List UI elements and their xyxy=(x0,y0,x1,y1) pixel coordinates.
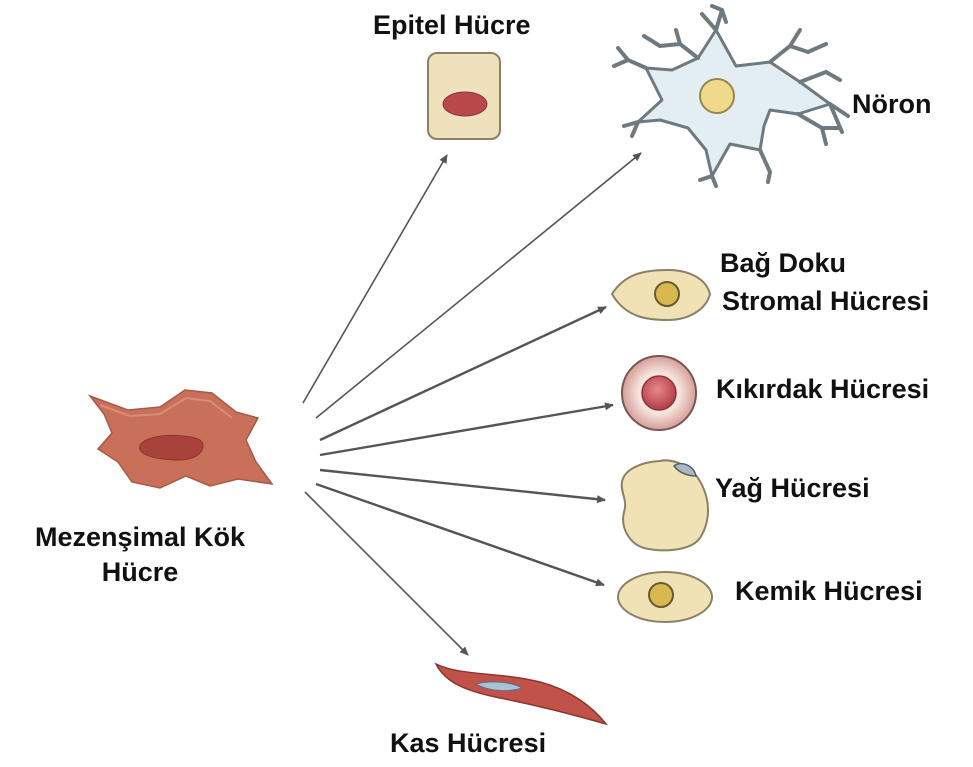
arrow-to-stromal xyxy=(320,307,606,440)
muscle-cell-icon xyxy=(436,664,606,724)
bone-cell-icon xyxy=(618,572,712,622)
label-fat: Yağ Hücresi xyxy=(715,472,870,504)
label-muscle: Kas Hücresi xyxy=(390,727,546,759)
label-bone: Kemik Hücresi xyxy=(735,575,923,607)
arrows xyxy=(303,153,641,655)
stromal-cell-icon xyxy=(612,270,710,320)
epithelial-cell-icon xyxy=(428,53,500,139)
fat-cell-icon xyxy=(622,460,708,550)
neuron-icon xyxy=(614,6,848,186)
label-stromal-line2: Stromal Hücresi xyxy=(722,285,929,317)
label-source-line1: Mezenşimal Kök xyxy=(0,521,280,553)
arrow-to-neuron xyxy=(316,153,641,418)
label-stromal-line1: Bağ Doku xyxy=(720,247,846,279)
arrow-to-bone xyxy=(316,484,604,585)
arrow-to-cartilage xyxy=(320,405,613,455)
label-cartilage: Kıkırdak Hücresi xyxy=(716,373,929,405)
arrow-to-epithelial xyxy=(303,155,447,403)
arrow-to-fat xyxy=(320,470,605,500)
cartilage-cell-icon xyxy=(622,356,696,430)
label-epithelial: Epitel Hücre xyxy=(373,9,531,41)
mesenchymal-stem-cell-icon xyxy=(90,390,272,488)
label-source-line2: Hücre xyxy=(0,556,280,588)
label-neuron: Nöron xyxy=(852,88,931,120)
arrow-to-muscle xyxy=(305,492,468,655)
